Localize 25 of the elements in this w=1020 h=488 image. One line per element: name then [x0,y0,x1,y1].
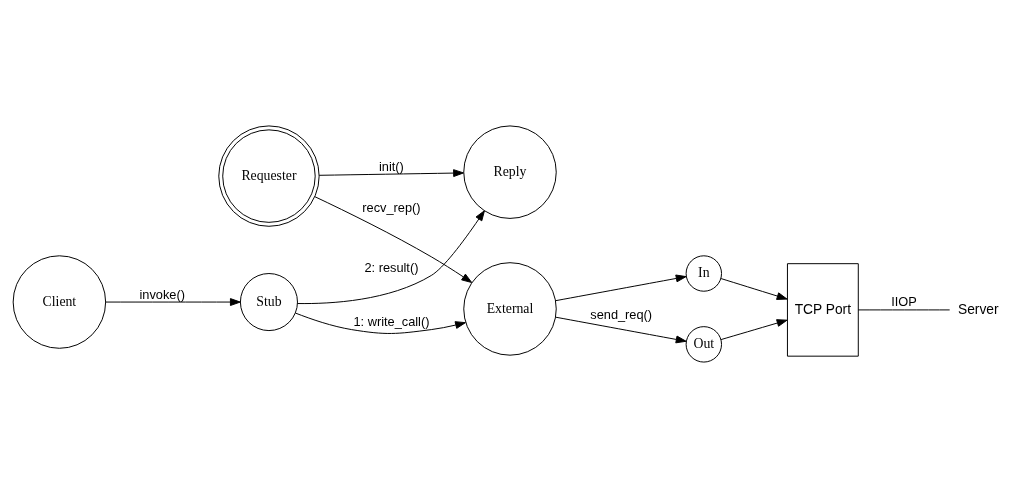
connector [857,309,951,311]
arrow [555,274,687,302]
edge-label: send_req() [590,307,653,323]
node-circle: Out [685,326,722,363]
node-box: TCP Port [786,263,859,357]
edge-label: IIOP [891,294,917,310]
node-circle: Reply [463,125,557,219]
node-circle: Stub [239,273,298,332]
edge-label: 1: write_call() [353,314,430,330]
edge-label: recv_rep() [362,199,421,215]
arrow [105,298,241,306]
node-circle: Client [12,255,107,349]
edge-label: 2: result() [364,259,419,275]
edge-label: invoke() [139,286,185,302]
arrow [555,316,687,344]
node-circle: In [685,255,722,292]
edge-label: init() [379,158,404,174]
arrow [295,312,466,334]
arrow [720,278,788,300]
arrow [720,319,788,341]
node-text: Server [958,301,999,317]
node-circle: Requester [218,125,320,227]
arrow [314,196,473,283]
arrow [296,210,485,305]
arrow [318,169,464,178]
